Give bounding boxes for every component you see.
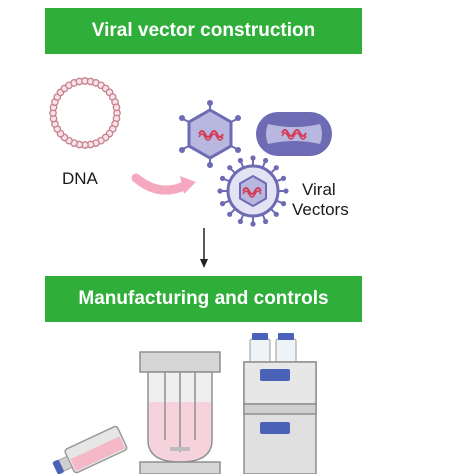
virus-spike (223, 199, 230, 205)
virus-spike (239, 161, 245, 168)
virus-spike (276, 177, 283, 183)
section-banner-manufacturing-and-controls: Manufacturing and controls (45, 276, 362, 322)
virus-spike (270, 167, 277, 174)
virus-spike (276, 199, 283, 205)
hplc-instrument-icon (243, 333, 317, 474)
pink-curved-arrow-icon (131, 173, 196, 195)
down-arrow-icon (200, 228, 208, 268)
viral-label-line1: Viral (302, 180, 336, 199)
virus-spike (229, 208, 236, 215)
dna-label: DNA (62, 169, 98, 188)
virus-spike (261, 161, 267, 168)
banner-title: Manufacturing and controls (78, 288, 329, 309)
virus-enveloped-icon (217, 155, 289, 227)
dna-plasmid-icon (49, 77, 121, 149)
virus-capsule-icon (256, 112, 332, 156)
viral-vectors-label: Viral Vectors (292, 180, 372, 220)
section-banner-viral-vector-construction: Viral vector construction (45, 8, 362, 54)
virus-spike (261, 214, 267, 221)
virus-spike-tip (217, 188, 223, 194)
virus-spike-tip (250, 221, 256, 227)
cell-culture-flask-icon (52, 425, 128, 474)
virus-spike-tip (283, 188, 289, 194)
dna-bead (112, 103, 121, 112)
bioreactor-icon (139, 351, 221, 474)
virus-spike (229, 167, 236, 174)
banner-title: Viral vector construction (91, 20, 316, 41)
virus-spike (223, 177, 230, 183)
virus-spike (239, 214, 245, 221)
viral-label-line2: Vectors (292, 200, 349, 219)
virus-hexagon-icon (179, 100, 241, 168)
virus-spike (270, 208, 277, 215)
virus-spike-tip (250, 155, 256, 161)
